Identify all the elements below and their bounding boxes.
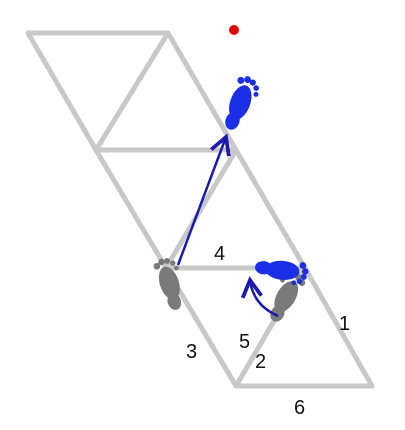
target-dot [229, 25, 239, 35]
edge-label-6: 6 [294, 397, 305, 419]
step-arrow-right [250, 280, 279, 318]
edge-label-4: 4 [214, 243, 225, 265]
step-arrow-upper [176, 137, 226, 266]
edge-label-2: 2 [255, 351, 266, 373]
edge-label-5: 5 [239, 331, 250, 353]
edge-label-3: 3 [186, 341, 197, 363]
edge-label-1: 1 [339, 313, 350, 335]
blue-footprint-icon [220, 73, 264, 135]
